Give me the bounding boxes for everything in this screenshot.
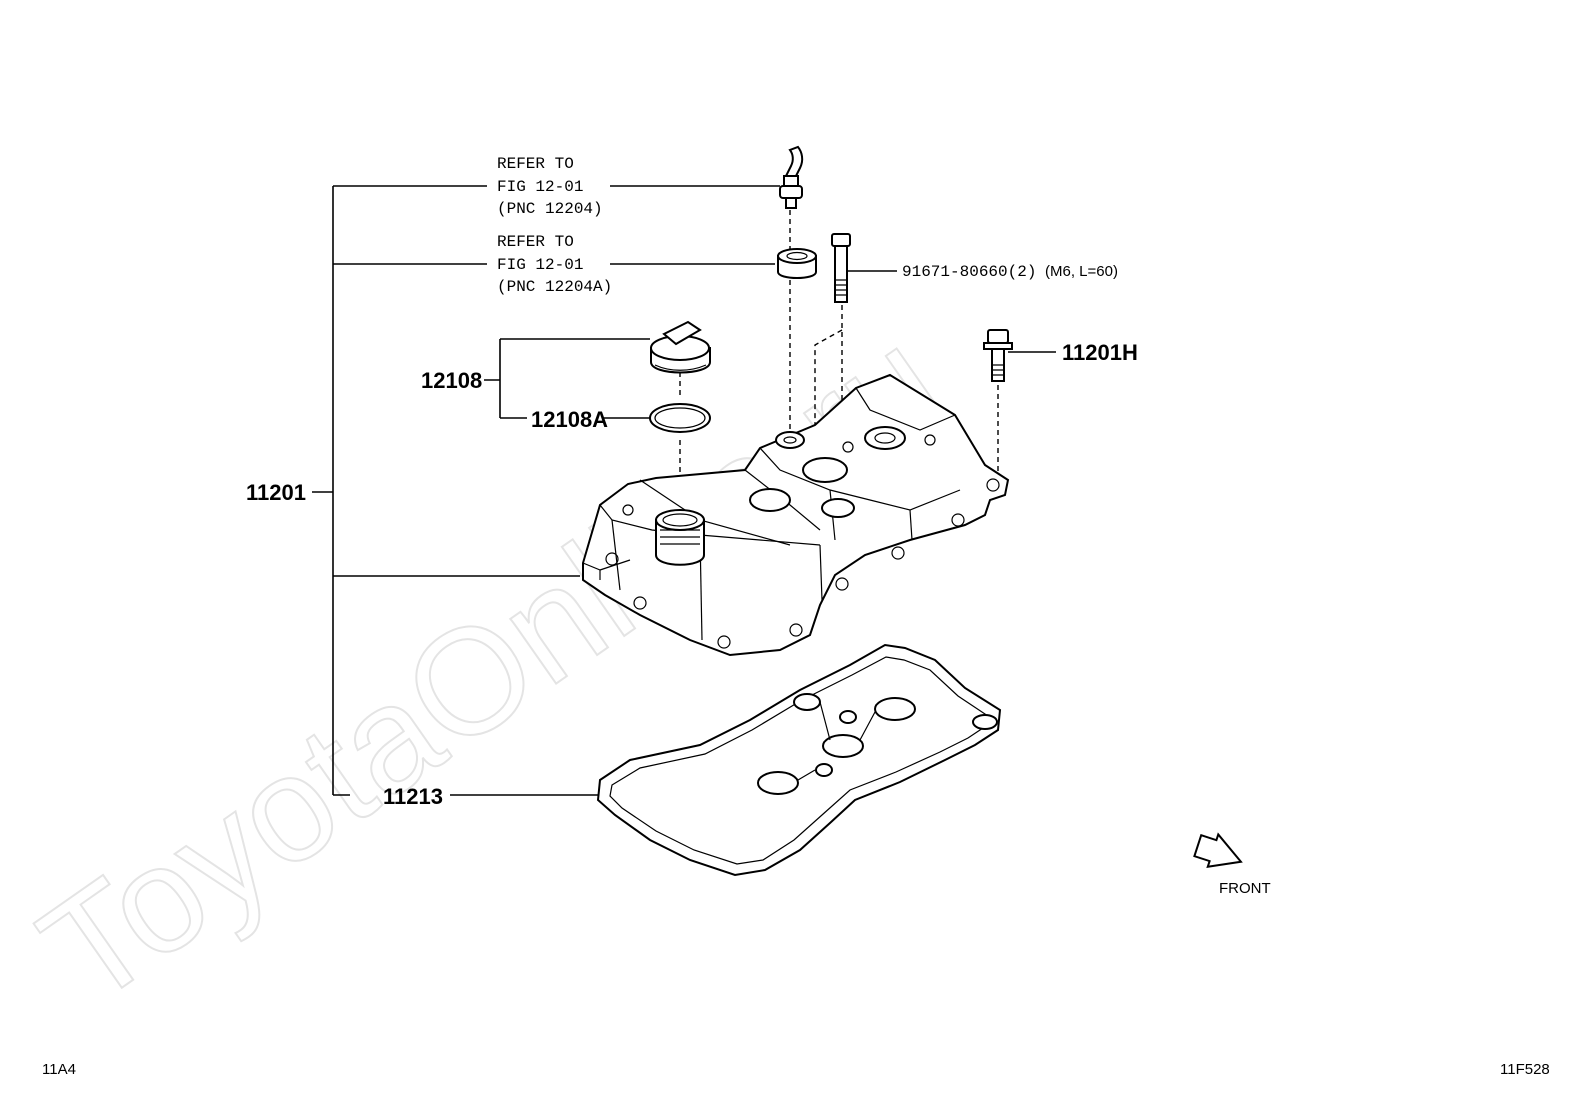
watermark: ToyotaOnline.ru	[12, 296, 969, 1036]
svg-text:(PNC 12204A): (PNC 12204A)	[497, 278, 612, 296]
bolt-91671	[831, 233, 851, 303]
oil-filler-cap	[650, 320, 711, 374]
o-ring	[649, 403, 711, 433]
svg-text:FIG 12-01: FIG 12-01	[497, 256, 583, 274]
svg-text:REFER TO: REFER TO	[497, 233, 574, 251]
cylinder-head-cover	[582, 373, 1010, 657]
svg-text:(PNC 12204): (PNC 12204)	[497, 200, 603, 218]
bolt-part-number: 91671-80660(2)	[902, 263, 1036, 281]
pnc-11201: 11201	[246, 480, 306, 505]
front-label: FRONT	[1219, 880, 1271, 897]
refer-to-12204a: REFER TO FIG 12-01 (PNC 12204A)	[497, 233, 612, 296]
page-code-left: 11A4	[42, 1061, 76, 1078]
bolt-11201h	[983, 329, 1013, 382]
grommet	[777, 248, 817, 279]
front-arrow-icon	[1193, 832, 1243, 869]
svg-text:FIG 12-01: FIG 12-01	[497, 178, 583, 196]
refer-to-12204: REFER TO FIG 12-01 (PNC 12204)	[497, 155, 603, 218]
pnc-11213: 11213	[383, 784, 443, 809]
page-code-right: 11F528	[1500, 1061, 1550, 1078]
svg-text:REFER TO: REFER TO	[497, 155, 574, 173]
bolt-spec: (M6, L=60)	[1045, 263, 1118, 280]
pnc-12108a: 12108A	[531, 407, 608, 432]
pnc-12108: 12108	[421, 368, 482, 393]
leader-lines	[312, 185, 1056, 796]
pnc-11201h: 11201H	[1062, 340, 1138, 365]
gasket	[596, 643, 1002, 877]
hose-fitting	[779, 145, 804, 209]
